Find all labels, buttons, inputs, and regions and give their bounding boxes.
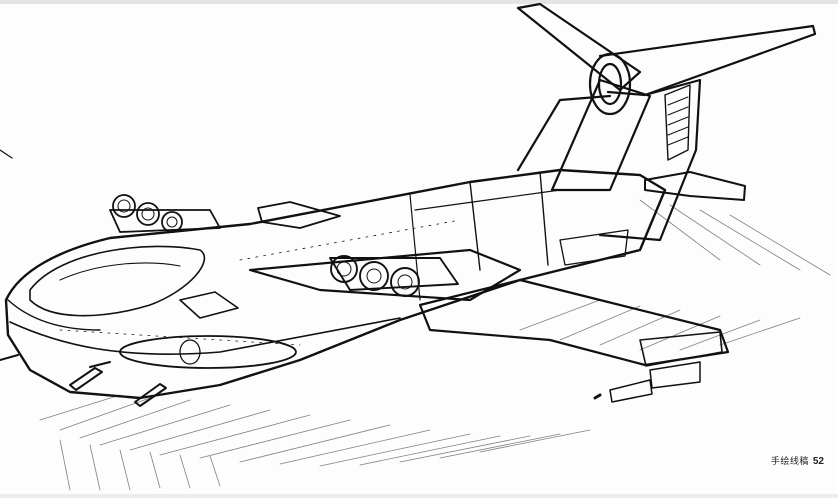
main-wing: [248, 248, 730, 403]
footer-caption: 手绘线稿: [770, 457, 809, 467]
page-footer: 手绘线稿 52: [771, 454, 824, 467]
bottom-rule: [0, 494, 838, 498]
underside-guns: [0, 354, 167, 407]
top-rule: [0, 0, 838, 4]
stray-stroke: [0, 149, 13, 159]
forward-engines: [109, 194, 221, 233]
fuselage: [4, 168, 667, 400]
shadow-hatching: [39, 199, 831, 491]
page-number: 52: [812, 456, 824, 467]
stabiliser: [644, 171, 746, 201]
wing-engines: [329, 255, 459, 297]
tail-fin: [516, 2, 817, 242]
forward-wing-stub: [257, 201, 341, 229]
